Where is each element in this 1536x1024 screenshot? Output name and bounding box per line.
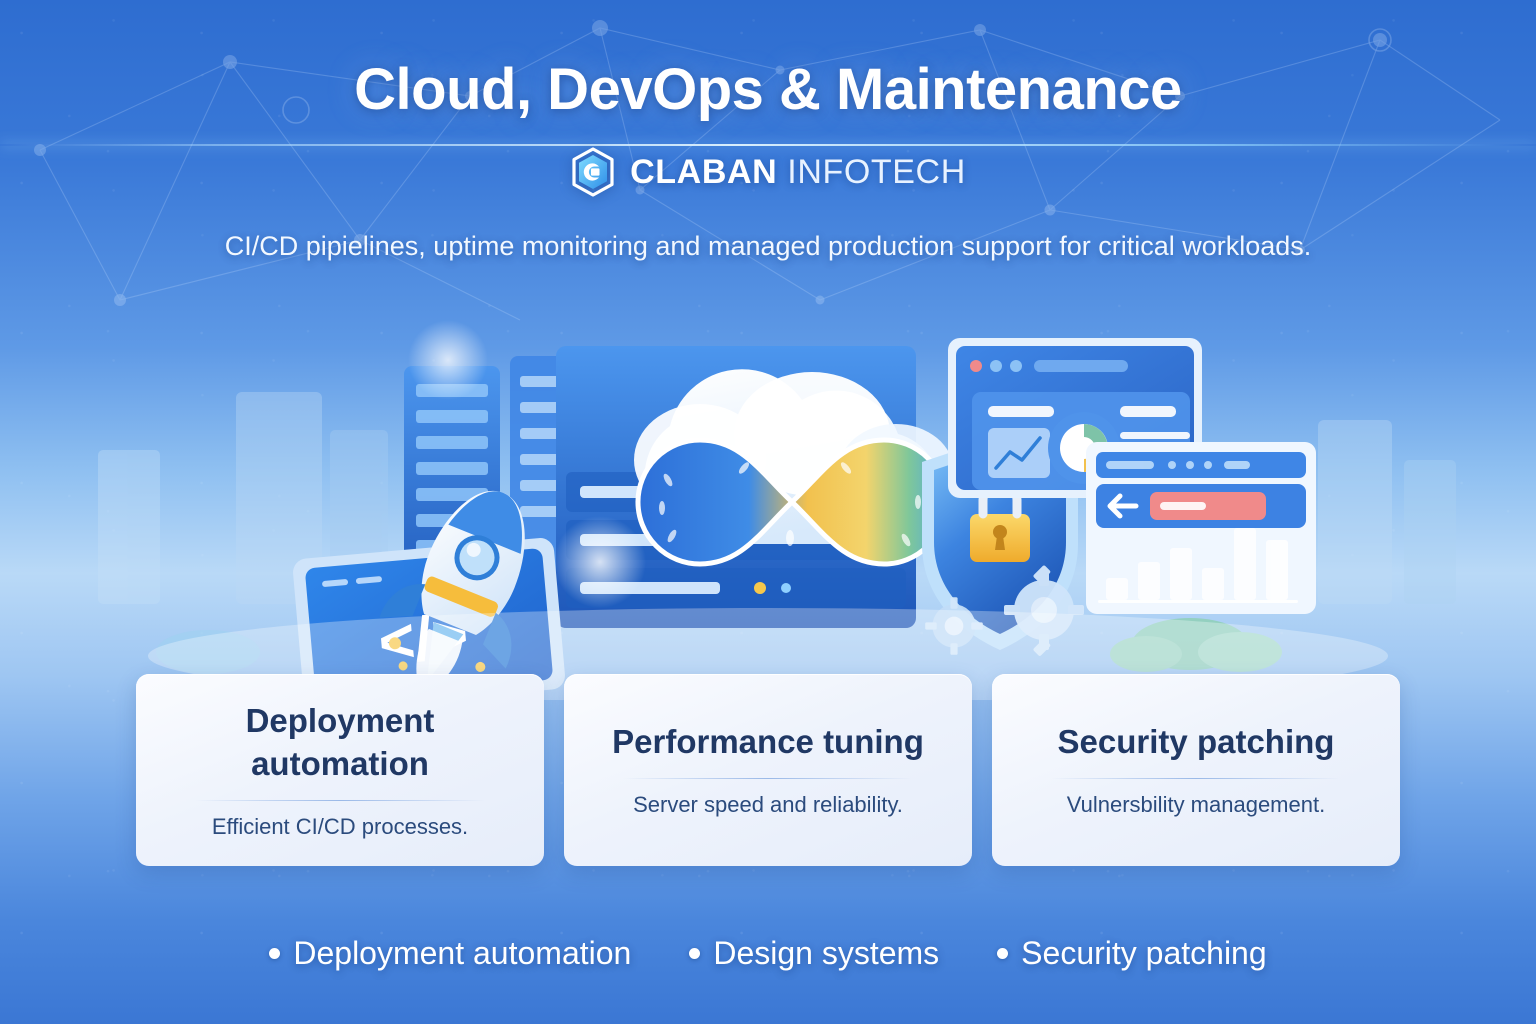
feature-card-divider [194,799,486,801]
feature-card-list: Deployment automation Efficient CI/CD pr… [136,674,1400,866]
feature-card-description: Server speed and reliability. [633,791,903,817]
feature-card-divider [622,777,914,779]
devops-infinity-icon [635,437,949,567]
bullet-label: Security patching [1021,935,1267,971]
window-traffic-lights [970,360,1022,372]
gear-icon [925,565,1084,656]
bar-chart-panel-icon [1086,442,1316,614]
feature-card-deployment-automation[interactable]: Deployment automation Efficient CI/CD pr… [136,674,544,866]
feature-card-security-patching[interactable]: Security patching Vulnersbility manageme… [992,674,1400,866]
feature-card-divider [1050,777,1342,779]
feature-card-title: Performance tuning [612,723,924,761]
light-glow [554,516,646,608]
bullet-label: Deployment automation [293,935,632,971]
bullet-dot-icon [689,948,701,959]
feature-card-title: Deployment automation [245,701,435,783]
feature-card-title: Security patching [1057,723,1335,761]
feature-card-performance-tuning[interactable]: Performance tuning Server speed and reli… [564,674,972,866]
bullet-list: Deployment automation Design systems Sec… [0,935,1536,972]
bullet-dot-icon [269,948,281,959]
feature-card-description: Efficient CI/CD processes. [211,813,469,839]
rocket-icon [379,491,525,695]
bullet-item-deployment-automation: Deployment automation [269,935,631,972]
page-subtitle: CI/CD pipielines, uptime monitoring and … [224,231,1312,261]
page-title: Cloud, DevOps & Maintenance [354,57,1182,122]
brand-name-secondary: INFOTECH [787,152,966,191]
bullet-item-security-patching: Security patching [997,935,1267,972]
brand-name-primary: CLABAN [630,152,778,191]
title-divider [0,144,1536,146]
feature-card-description: Vulnersbility management. [1066,791,1326,817]
bullet-item-design-systems: Design systems [689,935,939,972]
foliage-decoration [156,618,1282,674]
bullet-label: Design systems [713,935,940,971]
bullet-dot-icon [997,948,1009,959]
alert-badge [1150,492,1266,520]
back-arrow-icon [1107,493,1139,519]
line-chart-sparkline [994,436,1042,470]
hexagon-c-logo-icon [572,147,614,197]
hero-illustration: </> [0,300,1536,700]
